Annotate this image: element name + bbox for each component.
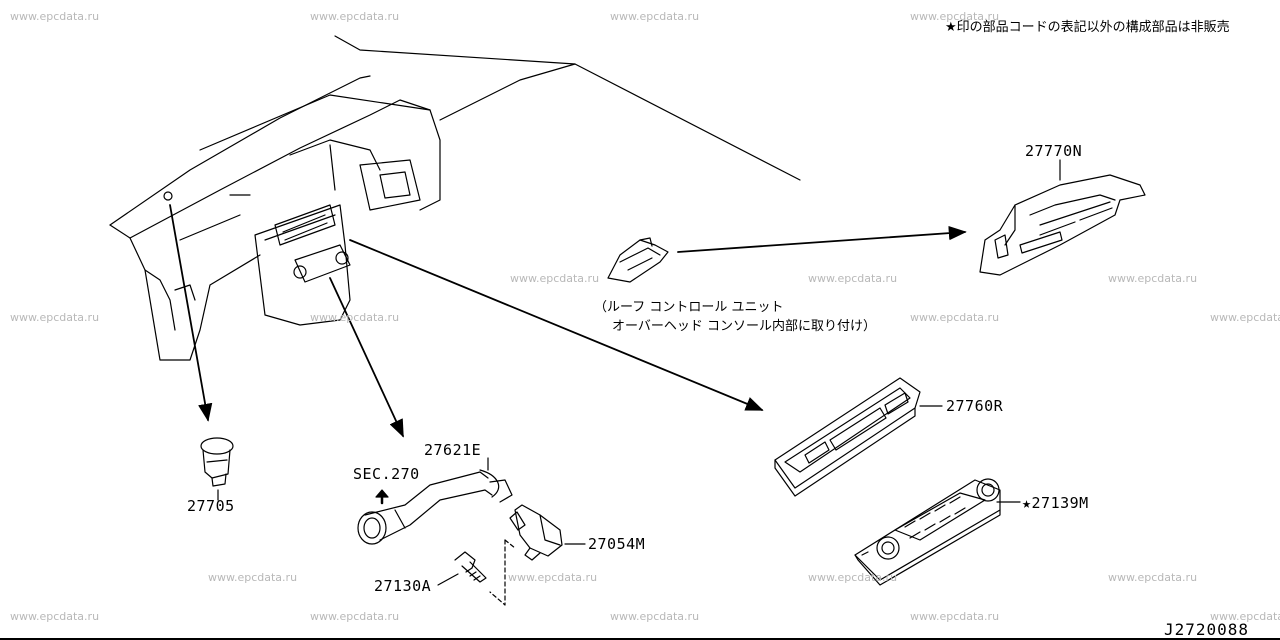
section-ref-sec270: SEC.270 [353,465,420,483]
watermark: www.epcdata.ru [10,311,100,324]
screw-drawing [454,551,487,583]
watermark: www.epcdata.ru [610,610,700,623]
watermark: www.epcdata.ru [10,610,100,623]
head-unit-drawing [774,377,921,497]
climate-control-drawing [854,478,1001,586]
diagram-code: J2720088 [1164,620,1250,639]
legend-note: ★印の部品コードの表記以外の構成部品は非販売 [945,20,1230,35]
watermark: www.epcdata.ru [1108,571,1198,584]
aspirator-hose-drawing [357,469,513,545]
roof-note-line1: （ルーフ コントロール ユニット [594,300,784,315]
roof-outline [334,35,801,181]
watermark: www.epcdata.ru [1210,311,1280,324]
watermark: www.epcdata.ru [808,272,898,285]
part-label-27705: 27705 [187,497,235,515]
watermark: www.epcdata.ru [1210,610,1280,623]
watermark: www.epcdata.ru [510,272,600,285]
part-label-27130A: 27130A [374,577,432,595]
roof-control-unit-drawing [607,237,669,283]
part-label-27139M: ★27139M [1022,494,1089,512]
watermark: www.epcdata.ru [910,10,1000,23]
aspirator-drawing [509,504,563,561]
roof-note-line2: オーバーヘッド コンソール内部に取り付け） [612,319,877,334]
watermark: www.epcdata.ru [10,10,100,23]
watermark: www.epcdata.ru [610,10,700,23]
watermark: www.epcdata.ru [208,571,298,584]
watermark: www.epcdata.ru [508,571,598,584]
watermark: www.epcdata.ru [910,610,1000,623]
overhead-console-drawing [979,174,1146,276]
watermark: www.epcdata.ru [808,571,898,584]
clip-drawing [200,437,234,487]
part-label-27760R: 27760R [946,397,1004,415]
watermark: www.epcdata.ru [1108,272,1198,285]
watermark: www.epcdata.ru [310,610,400,623]
part-label-27621E: 27621E [424,441,482,459]
watermark: www.epcdata.ru [310,10,400,23]
part-label-27770N: 27770N [1025,142,1083,160]
dashboard-drawing [109,75,441,361]
part-label-27054M: 27054M [588,535,646,553]
watermark: www.epcdata.ru [310,311,400,324]
watermark: www.epcdata.ru [910,311,1000,324]
